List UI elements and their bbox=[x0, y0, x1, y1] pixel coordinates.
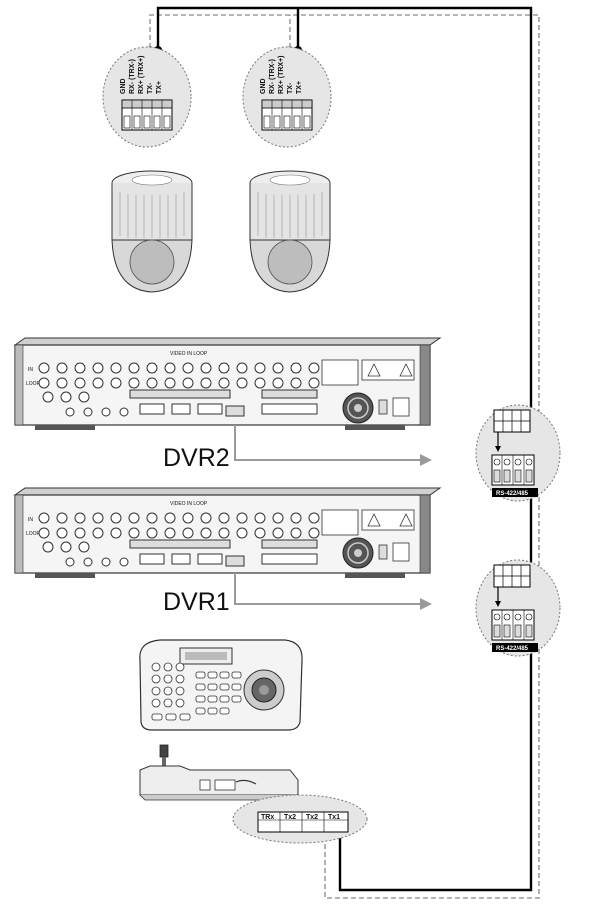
dvr2-warning-plate bbox=[361, 359, 415, 381]
dvr1-bnc-row-loop bbox=[38, 527, 320, 539]
dvr2-row-in: IN bbox=[28, 367, 33, 373]
dvr2-power-switch bbox=[378, 399, 388, 415]
terminal-label-rx-minus: RX- (TRX-) bbox=[129, 59, 136, 94]
terminal-label-rx-minus: RX- (TRX-) bbox=[269, 59, 276, 94]
dvr1-panel-text: VIDEO IN LOOP bbox=[170, 501, 208, 507]
terminal-label-rx-plus: RX+ (TRX+) bbox=[278, 55, 285, 94]
keyboard-terminal-trx: TRx bbox=[261, 814, 274, 821]
terminal-bubble bbox=[242, 46, 332, 148]
dvr2-unit: VIDEO IN LOOP IN LOOP bbox=[13, 337, 442, 472]
dvr1-row-loop: LOOP bbox=[26, 531, 41, 537]
dvr2-label-plate bbox=[321, 359, 359, 386]
dvr2-label: DVR2 bbox=[163, 444, 230, 472]
dvr1-label: DVR1 bbox=[163, 588, 230, 616]
terminal-label-gnd: GND bbox=[260, 78, 267, 94]
terminal-label-tx-minus: TX- bbox=[287, 82, 294, 94]
keyboard-terminal-tx1: Tx1 bbox=[328, 814, 340, 821]
rs485-label-top: RS-422/485 bbox=[496, 491, 529, 497]
keyboard-keypad bbox=[151, 662, 242, 721]
dvr1-label-plate bbox=[321, 509, 359, 536]
terminal-label-tx-minus: TX- bbox=[147, 82, 154, 94]
dvr1-lower-ports bbox=[42, 539, 318, 567]
terminal-label-gnd: GND bbox=[120, 78, 127, 94]
keyboard-terminal-bubble: TRx Tx2 Tx2 Tx1 bbox=[232, 794, 368, 844]
dvr2-power-socket bbox=[392, 397, 410, 417]
dashed-wire bbox=[149, 14, 540, 899]
dome-camera bbox=[111, 170, 193, 293]
dvr1-unit: VIDEO IN LOOP IN LOOP bbox=[13, 487, 442, 616]
terminal-label-tx-plus: TX+ bbox=[156, 81, 163, 94]
rs485-label-bottom: RS-422/485 bbox=[496, 646, 529, 652]
terminal-label-tx-plus: TX+ bbox=[296, 81, 303, 94]
terminal-bubble bbox=[102, 46, 192, 148]
dvr1-bnc-row-in bbox=[38, 512, 320, 524]
keyboard-terminal-tx2-b: Tx2 bbox=[306, 814, 318, 821]
terminal-block bbox=[261, 99, 313, 131]
terminal-block bbox=[121, 99, 173, 131]
keyboard-controller-side bbox=[139, 744, 299, 801]
rs485-bubble-bottom: RS-422/485 bbox=[475, 559, 561, 657]
dvr1-power-socket bbox=[392, 542, 410, 562]
dvr1-power-switch bbox=[378, 544, 388, 560]
terminal-label-rx-plus: RX+ (TRX+) bbox=[138, 55, 145, 94]
dvr2-bnc-row-loop bbox=[38, 377, 320, 389]
keyboard-controller bbox=[139, 639, 303, 731]
camera-right: GND RX- (TRX-) RX+ (TRX+) TX- TX+ bbox=[242, 46, 332, 293]
dvr1-row-in: IN bbox=[28, 517, 33, 523]
dvr1-warning-plate bbox=[361, 509, 415, 531]
dvr2-panel-text: VIDEO IN LOOP bbox=[170, 351, 208, 357]
dome-camera bbox=[249, 170, 331, 293]
dvr1-arrow bbox=[234, 573, 422, 605]
keyboard-terminal-tx2-a: Tx2 bbox=[284, 814, 296, 821]
dvr2-lower-ports bbox=[42, 389, 318, 417]
camera-left: GND RX- (TRX-) RX+ (TRX+) TX- TX+ bbox=[102, 46, 193, 293]
dvr2-bnc-row-in bbox=[38, 362, 320, 374]
dvr2-row-loop: LOOP bbox=[26, 381, 41, 387]
dvr2-arrow bbox=[234, 425, 422, 461]
rs485-bubble-top: RS-422/485 bbox=[475, 404, 561, 502]
terminal-labels: GND RX- (TRX-) RX+ (TRX+) TX- TX+ bbox=[260, 55, 303, 94]
terminal-labels: GND RX- (TRX-) RX+ (TRX+) TX- TX+ bbox=[120, 55, 163, 94]
